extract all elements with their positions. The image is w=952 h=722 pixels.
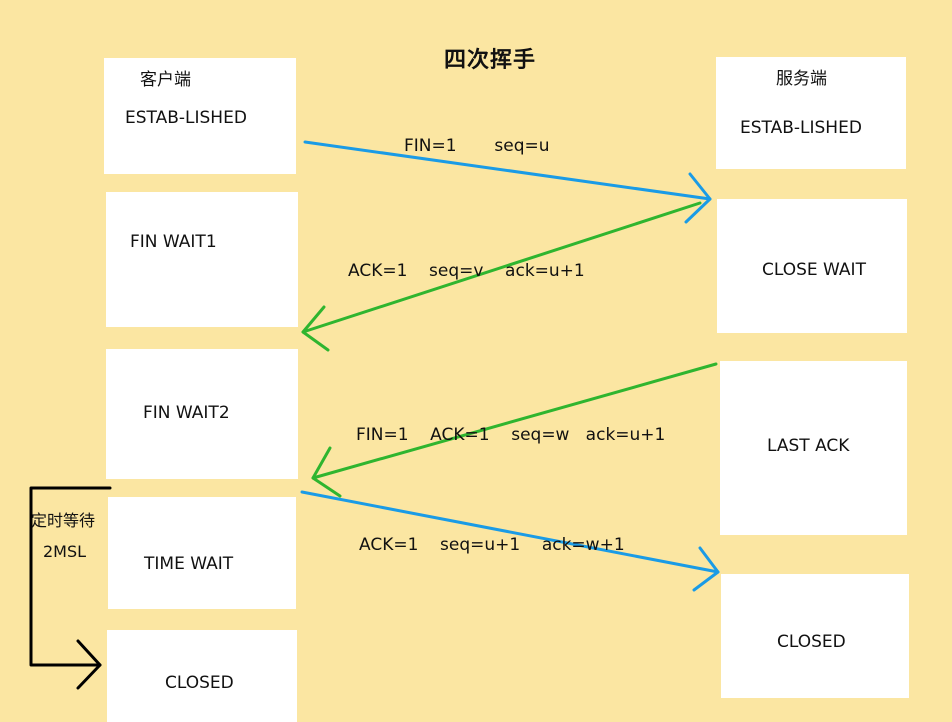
message-label-fin-2: FIN=1 ACK=1 seq=w ack=u+1 bbox=[356, 425, 666, 445]
client-state-established: ESTAB-LISHED bbox=[125, 108, 247, 128]
diagram-title: 四次挥手 bbox=[443, 48, 536, 73]
timer-label-wait: 定时等待 bbox=[31, 511, 96, 530]
server-state-close-wait: CLOSE WAIT bbox=[762, 260, 866, 280]
timer-label-2msl: 2MSL bbox=[43, 542, 87, 561]
client-box-fin-wait2: FIN WAIT2 bbox=[106, 349, 298, 479]
client-box-established: 客户端 ESTAB-LISHED bbox=[104, 58, 296, 174]
message-label-ack-2: ACK=1 seq=u+1 ack=w+1 bbox=[359, 535, 625, 555]
client-state-time-wait: TIME WAIT bbox=[144, 554, 234, 574]
server-box-established: 服务端 ESTAB-LISHED bbox=[716, 57, 906, 169]
message-label-fin-1: FIN=1 seq=u bbox=[404, 136, 550, 156]
client-box-closed: CLOSED bbox=[107, 630, 297, 722]
client-box-time-wait: TIME WAIT bbox=[108, 497, 296, 609]
server-box-close-wait: CLOSE WAIT bbox=[717, 199, 907, 333]
client-state-fin-wait2: FIN WAIT2 bbox=[143, 403, 230, 423]
server-box-closed: CLOSED bbox=[721, 574, 909, 698]
client-box-fin-wait1: FIN WAIT1 bbox=[106, 192, 298, 327]
server-state-established: ESTAB-LISHED bbox=[740, 118, 862, 138]
client-label: 客户端 bbox=[140, 70, 191, 90]
server-box-last-ack: LAST ACK bbox=[720, 361, 907, 535]
server-label: 服务端 bbox=[776, 69, 827, 89]
message-label-ack-1: ACK=1 seq=v ack=u+1 bbox=[348, 261, 585, 281]
client-state-closed: CLOSED bbox=[165, 673, 234, 693]
server-state-closed: CLOSED bbox=[777, 632, 846, 652]
client-state-fin-wait1: FIN WAIT1 bbox=[130, 232, 217, 252]
server-state-last-ack: LAST ACK bbox=[767, 436, 850, 456]
